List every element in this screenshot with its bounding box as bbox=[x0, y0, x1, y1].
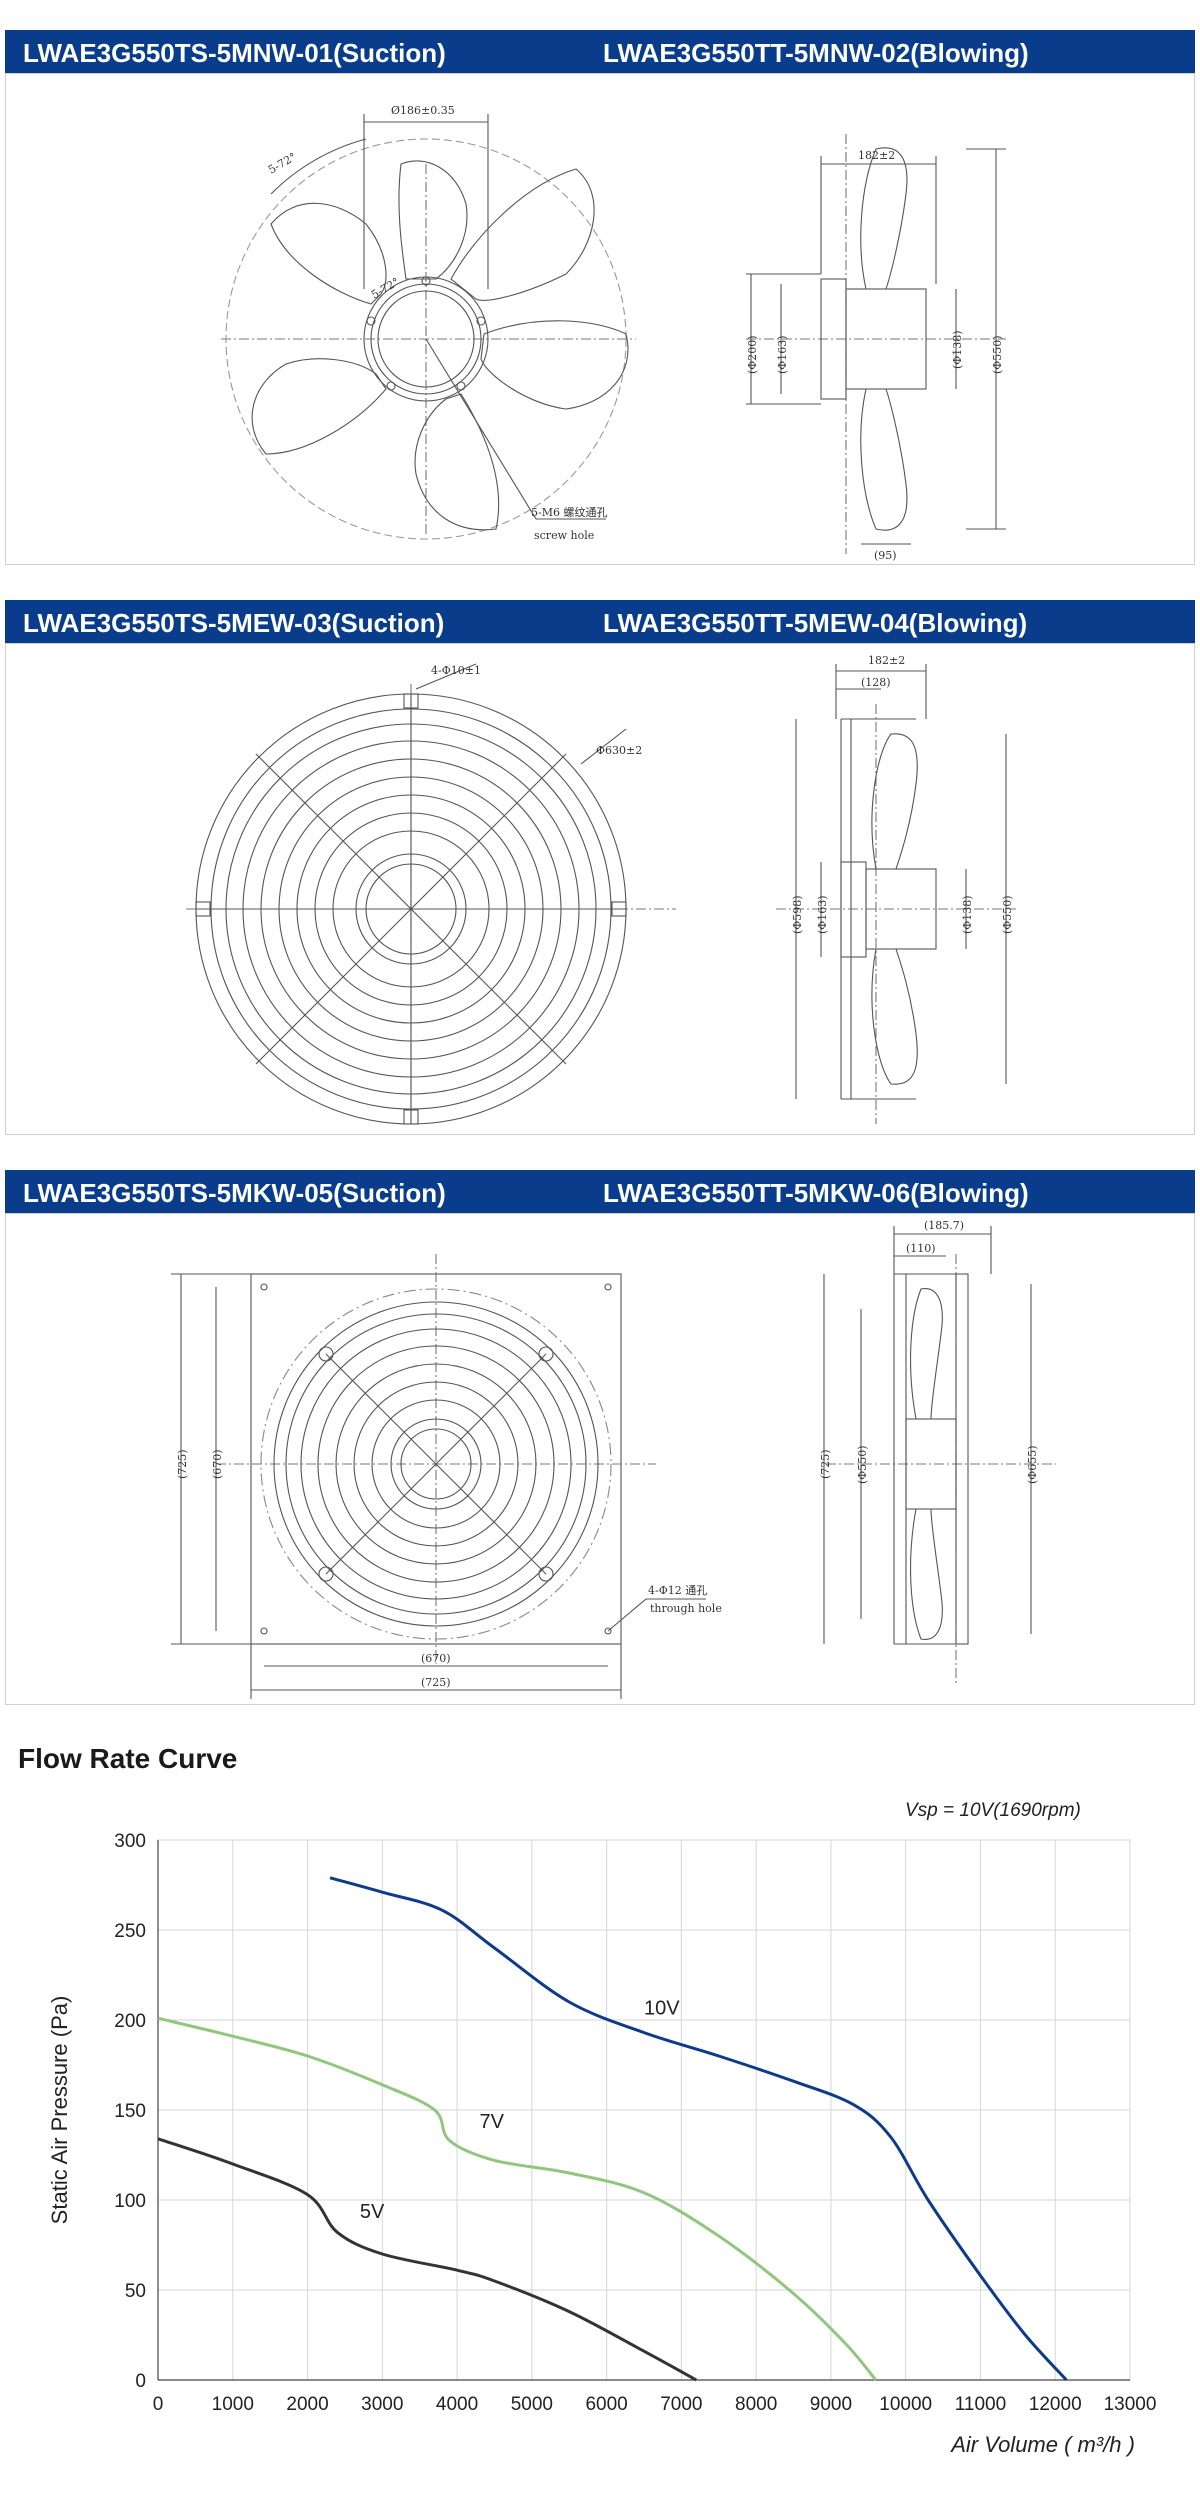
dim-label: (Φ163) bbox=[816, 895, 829, 934]
x-tick-label: 11000 bbox=[955, 2394, 1006, 2415]
dim-label: (Φ550) bbox=[1001, 895, 1014, 934]
dim-label: (110) bbox=[906, 1242, 936, 1255]
x-tick-label: 12000 bbox=[1029, 2394, 1082, 2415]
x-tick-label: 10000 bbox=[879, 2394, 932, 2415]
dim-label: (670) bbox=[421, 1652, 451, 1665]
y-tick-label: 100 bbox=[114, 2191, 146, 2212]
chart-series: 10V 7V 5V bbox=[157, 1876, 1068, 2382]
section-header-1: LWAE3G550TS-5MNW-01(Suction) LWAE3G550TT… bbox=[5, 30, 1195, 73]
y-tick-label: 250 bbox=[114, 1921, 146, 1942]
drawing-panel-3: (725) (670) (670) (725) 4-Φ12 通孔 through… bbox=[5, 1213, 1195, 1705]
section-3-left-title: LWAE3G550TS-5MKW-05(Suction) bbox=[23, 1178, 446, 1208]
dim-label: (725) bbox=[176, 1449, 189, 1479]
dim-label: 5-72° bbox=[369, 275, 402, 301]
dim-label: 4-Φ12 通孔 bbox=[648, 1584, 707, 1597]
dim-label: screw hole bbox=[534, 529, 594, 542]
drawing-1: Ø186±0.35 5-72° 5-72° 5-M6 螺纹通孔 screw ho… bbox=[221, 104, 1006, 562]
dim-label: (128) bbox=[861, 676, 891, 689]
series-label-10v: 10V bbox=[644, 1998, 680, 2020]
series-line-7v bbox=[157, 2016, 877, 2381]
dim-label: 5-M6 螺纹通孔 bbox=[531, 505, 607, 519]
dim-label: (670) bbox=[211, 1449, 224, 1479]
x-tick-label: 6000 bbox=[585, 2394, 627, 2415]
x-axis-title: Air Volume ( m³/h ) bbox=[949, 2432, 1135, 2457]
y-tick-label: 150 bbox=[114, 2101, 146, 2122]
dim-label: 182±2 bbox=[858, 149, 895, 162]
x-tick-label: 1000 bbox=[212, 2394, 254, 2415]
section-header-2: LWAE3G550TS-5MEW-03(Suction) LWAE3G550TT… bbox=[5, 600, 1195, 643]
y-tick-label: 0 bbox=[135, 2371, 146, 2392]
y-tick-label: 300 bbox=[114, 1831, 146, 1852]
x-tick-label: 8000 bbox=[735, 2394, 777, 2415]
drawing-panel-2: 4-Φ10±1 Φ630±2 182±2 (128) (Φ598) (Φ163)… bbox=[5, 643, 1195, 1135]
section-1-right-title: LWAE3G550TT-5MNW-02(Blowing) bbox=[603, 38, 1029, 68]
x-tick-label: 13000 bbox=[1104, 2394, 1157, 2415]
series-line-10v bbox=[329, 1876, 1068, 2382]
vsp-note: Vsp = 10V(1690rpm) bbox=[905, 1800, 1081, 1821]
dim-label: (Φ598) bbox=[791, 895, 804, 934]
dim-label: (Φ550) bbox=[991, 335, 1004, 374]
dim-label: (725) bbox=[421, 1676, 451, 1689]
series-label-7v: 7V bbox=[480, 2111, 505, 2133]
x-tick-label: 3000 bbox=[361, 2394, 403, 2415]
series-line-5v bbox=[157, 2137, 698, 2382]
dim-label: (Φ550) bbox=[856, 1445, 869, 1484]
dim-label: (185.7) bbox=[924, 1219, 964, 1232]
dim-label: (Φ138) bbox=[961, 895, 974, 934]
chart-grid bbox=[157, 1839, 1131, 2381]
drawing-2: 4-Φ10±1 Φ630±2 182±2 (128) (Φ598) (Φ163)… bbox=[186, 654, 1016, 1125]
dim-label: Φ630±2 bbox=[596, 744, 642, 757]
section-1-left-title: LWAE3G550TS-5MNW-01(Suction) bbox=[23, 38, 446, 68]
x-tick-label: 2000 bbox=[286, 2394, 328, 2415]
drawing-panel-1: Ø186±0.35 5-72° 5-72° 5-M6 螺纹通孔 screw ho… bbox=[5, 73, 1195, 565]
dim-label: (Φ163) bbox=[776, 335, 789, 374]
dim-label: (725) bbox=[819, 1449, 832, 1479]
dim-label: 5-72° bbox=[266, 150, 299, 176]
y-tick-label: 200 bbox=[114, 2011, 146, 2032]
x-axis-ticks: 0 1000 2000 3000 4000 5000 6000 7000 8000 9000 100… bbox=[153, 2394, 1157, 2415]
series-label-5v: 5V bbox=[360, 2201, 385, 2223]
dim-label: 182±2 bbox=[868, 654, 905, 667]
dim-label: Ø186±0.35 bbox=[391, 104, 455, 117]
x-tick-label: 4000 bbox=[436, 2394, 478, 2415]
dim-label: (95) bbox=[874, 549, 897, 562]
dim-label: (Φ200) bbox=[746, 335, 759, 374]
dim-label: 4-Φ10±1 bbox=[431, 664, 481, 677]
section-header-3: LWAE3G550TS-5MKW-05(Suction) LWAE3G550TT… bbox=[5, 1170, 1195, 1213]
section-3-right-title: LWAE3G550TT-5MKW-06(Blowing) bbox=[603, 1178, 1029, 1208]
y-axis-ticks: 0 50 100 150 200 250 300 bbox=[114, 1831, 146, 2392]
x-tick-label: 5000 bbox=[511, 2394, 553, 2415]
y-axis-title: Static Air Pressure (Pa) bbox=[47, 1996, 72, 2225]
section-2-right-title: LWAE3G550TT-5MEW-04(Blowing) bbox=[603, 608, 1028, 638]
drawing-3: (725) (670) (670) (725) 4-Φ12 通孔 through… bbox=[171, 1219, 1056, 1699]
y-tick-label: 50 bbox=[125, 2281, 146, 2302]
dim-label: (Φ655) bbox=[1026, 1445, 1039, 1484]
flow-rate-curve-heading: Flow Rate Curve bbox=[18, 1743, 238, 1774]
x-tick-label: 9000 bbox=[810, 2394, 852, 2415]
dim-label: (Φ138) bbox=[951, 330, 964, 369]
x-tick-label: 7000 bbox=[660, 2394, 702, 2415]
x-tick-label: 0 bbox=[153, 2394, 164, 2415]
dim-label: through hole bbox=[650, 1602, 722, 1615]
section-2-left-title: LWAE3G550TS-5MEW-03(Suction) bbox=[23, 608, 445, 638]
